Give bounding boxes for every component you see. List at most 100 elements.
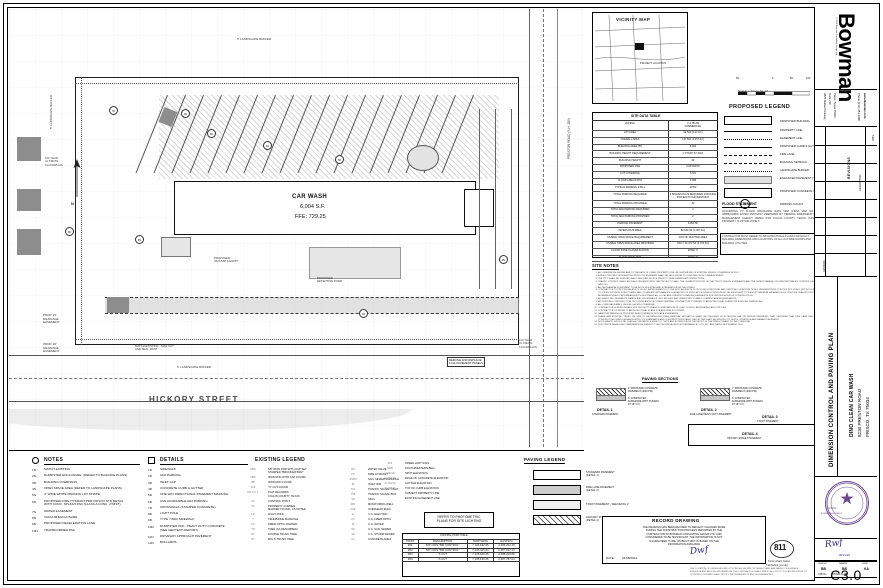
table-cell: 2,487,787.04 <box>492 556 521 563</box>
scale-tick-3: 100 <box>806 77 811 80</box>
existing-legend-text: U.G. SAN. SEWER <box>368 528 392 531</box>
site-data-row-rule <box>592 200 718 202</box>
detail-3-sub: TXDOT PAVEMENT <box>757 420 779 423</box>
firm-copyright: © 2025 Bowman Consulting Group, Ltd. <box>835 17 837 56</box>
site-data-row-rule <box>592 227 718 229</box>
existing-legend-symbol: PC <box>251 504 255 508</box>
site-data-value: C-1 PD-89 COMMERCIAL <box>684 122 702 129</box>
firm-addr3: Plano, Texas 75093 <box>833 93 837 118</box>
legend-key: 5N <box>32 493 36 498</box>
detail-1-bottom-note: 6" COMPACTED SUBGRADE WITH #3 BARS AT 18… <box>628 397 659 406</box>
legend-text: ADA PARKING <box>160 473 181 478</box>
site-data-row-rule <box>592 136 718 138</box>
paving-swatch-hickory <box>533 515 581 525</box>
legend-text: WATER EASEMENT <box>44 508 73 513</box>
legend-swatch-proposed-building <box>724 116 772 125</box>
preston-road-cl <box>557 9 558 447</box>
site-data-label: USABLE OPEN SPACE REQUIREMENT <box>607 235 653 239</box>
existing-legend-title: EXISTING LEGEND <box>255 457 306 463</box>
existing-legend-text: TREE (AS DESCRIBED) <box>268 528 298 532</box>
site-data-value: 2 <box>692 215 694 219</box>
legend-label-6: LANDSCAPE BUFFER <box>780 168 809 172</box>
keynote-bubble: 8N <box>135 235 144 244</box>
legend-label-5: BUILDING SETBACK <box>780 160 808 164</box>
detail-2-section-base <box>700 395 730 401</box>
legend-text: VACUUM ENCLOSURE <box>44 515 78 519</box>
job-no-label: JOB No. <box>818 573 828 576</box>
site-data-label: FLOOR AREA RATIO <box>618 179 642 182</box>
site-data-value: 40' <box>691 158 695 162</box>
landscape-buffer-top-label: 5' LANDSCAPE BUFFER <box>237 37 272 41</box>
legend-label-0: PROPOSED BUILDING <box>780 119 810 123</box>
engineer-seal <box>825 481 869 525</box>
paving-label-2: TXDOT PAVEMENT - SEE DETAIL 3 <box>586 503 629 506</box>
logo-divider <box>815 89 877 90</box>
call811-logo <box>770 540 794 558</box>
legend-swatch-concrete-sidewalk <box>724 188 772 198</box>
site-data-value: 34% = 31,472 SF (0.722 AC) <box>676 242 710 246</box>
site-data-row-rule <box>592 220 718 222</box>
existing-legend-text: INLET RIM <box>368 483 382 486</box>
existing-legend-symbol: P.R.C.C.T. <box>247 491 259 495</box>
site-note-item: CONTRACTOR TO REFER TO ARCHITECTURAL PLA… <box>598 310 820 313</box>
existing-legend-text: PROPERTY CORNER MARKER FOUND - AS NOTED <box>268 504 306 512</box>
legend-text: DUMPSTER ENCLOSURE (REFER TO BUILDING PL… <box>44 473 128 478</box>
existing-legend-symbol: IR <box>351 483 355 486</box>
legend-key: 2N <box>32 474 36 479</box>
existing-legend-text: WATER VALVE <box>368 468 387 471</box>
site-data-row-rule <box>592 164 718 165</box>
detail-1-top-note: 6" PORTLAND CONCRETE PAVEMENT (4000 PSI) <box>628 387 658 393</box>
photometric-note-box <box>424 512 494 528</box>
keynote-bubble: 9N <box>499 255 508 264</box>
sheet-title: DIMENSION CONTROL AND PAVING PLAN <box>829 332 835 467</box>
site-data-label: USABLE OPEN SPACE AREA PROVIDED <box>606 242 654 246</box>
site-data-row-rule <box>592 213 718 215</box>
bottom-band-divider <box>9 450 584 451</box>
existing-legend-text: EXISTING EASEMENT LINE <box>405 497 440 500</box>
legend-key: 4D <box>148 486 152 491</box>
legend-key: 8N <box>32 516 36 520</box>
legend-key: 10N <box>32 528 38 533</box>
legend-key: 12D <box>148 541 154 546</box>
paving-legend-title: PAVING LEGEND <box>524 457 566 464</box>
legend-text: PROPOSED DECELERATION LANE <box>44 521 96 526</box>
existing-legend-text: LIGHT POLE <box>268 513 284 517</box>
site-data-label: TYPICAL PARKING STALL <box>614 185 646 189</box>
site-data-value: 9,954 SF <box>687 222 699 225</box>
existing-legend-symbol: CIRF <box>250 476 256 480</box>
site-data-label: TOTAL ADA PARKING PROVIDED <box>610 215 650 219</box>
details-legend-title: DETAILS <box>160 457 248 465</box>
keynote-bubble: 7D <box>109 106 118 115</box>
existing-legend-symbol: TSB <box>350 493 356 496</box>
keynote-bubble: 5D <box>335 155 344 164</box>
drawn-label: DRAWN <box>839 563 848 565</box>
legend-key: 1D <box>148 468 152 472</box>
legend-swatch-landscape-buffer <box>724 171 772 172</box>
firm-addr1: 2825 Dallas Parkway, <box>823 93 827 120</box>
site-data-label: TOTAL ADA PARKING REQUIRED <box>610 208 650 212</box>
photometric-note: REFER TO PHOTOMETRIC PLANS FOR SITE LIGH… <box>436 515 482 524</box>
scale-caption: SCALE: 1 INCH = 50 FT <box>738 90 769 93</box>
preston-road-label: PRESTON ROAD (S.H. 289) <box>567 118 571 159</box>
detention-label: PROPOSED DETENTION POND <box>317 276 343 284</box>
site-data-value: CAR WASH <box>686 165 700 169</box>
existing-legend-symbol: FH <box>351 473 355 476</box>
call811-line1: Know what's below. <box>768 560 791 563</box>
car-wash-building <box>174 181 476 235</box>
queue-line-2 <box>495 109 496 289</box>
site-data-row-rule <box>592 191 718 193</box>
keynote-bubble: 6D <box>65 227 74 236</box>
site-note-item: THE CITY SHALL BE GIVEN AT LEAST 48 HOUR… <box>598 278 820 281</box>
legend-key: 10D <box>148 524 154 529</box>
existing-legend-text: SUBJECT PROPERTY LINE <box>405 492 440 495</box>
site-note-item: CONTRACTOR IS RESPONSIBLE FOR PROTECTION… <box>598 307 820 310</box>
site-note-item: ALL AFFECTED SIDEWALKS, RAMPS AND CROSSW… <box>598 298 820 301</box>
seal-discipline: BOWMAN ASSOCIATES <box>821 513 843 515</box>
site-note-item: CONTRACTOR TO PROVIDE AS-BUILTS OF ALL I… <box>598 289 820 298</box>
sheet-number-panel: C3.0 <box>815 561 877 588</box>
project-address-line1: 8230 PRESTON ROAD <box>857 388 862 437</box>
rev-col-revision: REVISION <box>823 260 826 272</box>
legend-key: 6N <box>32 499 36 504</box>
sdt-col-split <box>668 120 669 258</box>
record-date-value: 01/08/2024 <box>622 556 638 560</box>
